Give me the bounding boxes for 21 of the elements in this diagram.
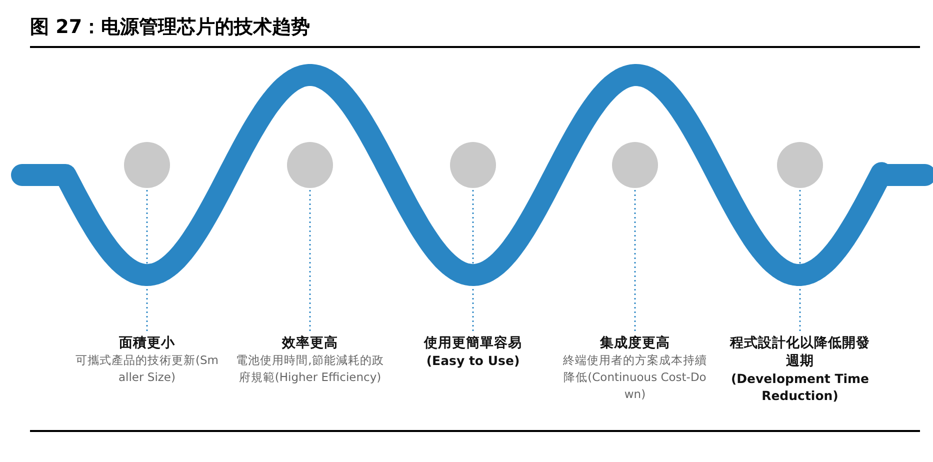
circle-marker (450, 142, 496, 188)
trend-heading: 程式設計化以降低開發週期 (728, 334, 871, 370)
trend-description: (Easy to Use) (425, 352, 521, 369)
trend-heading: 使用更簡單容易 (422, 334, 523, 352)
trend-description: 可攜式產品的技術更新(Smaller Size) (74, 352, 220, 386)
circle-marker (124, 142, 170, 188)
leader-line (146, 188, 148, 331)
trend-heading: 效率更高 (280, 334, 339, 352)
leader-line (309, 188, 311, 331)
trend-heading: 集成度更高 (598, 334, 671, 352)
circle-marker (287, 142, 333, 188)
figure-title: 图 27：电源管理芯片的技术趋势 (30, 15, 310, 40)
circle-marker (612, 142, 658, 188)
trend-description: 終端使用者的方案成本持續降低(Continuous Cost-Down) (562, 352, 708, 403)
trend-description: (Development Time Reduction) (730, 370, 870, 404)
circle-marker (777, 142, 823, 188)
trend-heading: 面積更小 (118, 334, 176, 352)
leader-line (634, 188, 636, 331)
leader-line (472, 188, 474, 331)
trend-description: 電池使用時間,節能減耗的政府規範(Higher Efficiency) (235, 352, 385, 386)
leader-line (799, 188, 801, 331)
